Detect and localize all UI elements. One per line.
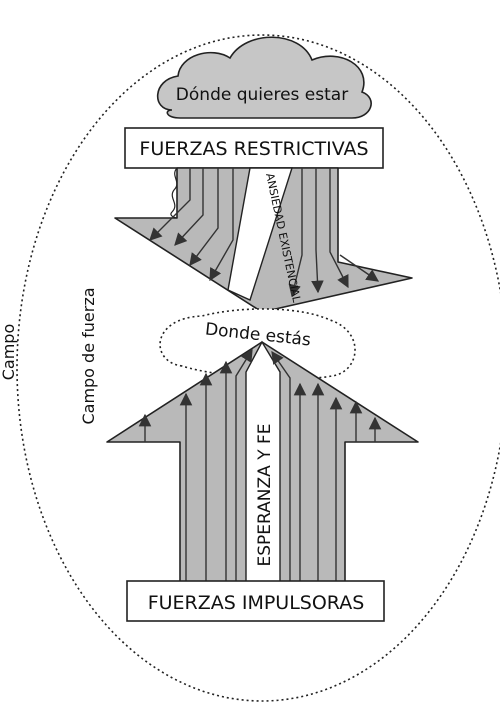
hope-faith-label: ESPERANZA Y FE xyxy=(255,424,275,567)
force-field-label: Campo de fuerza xyxy=(79,287,98,424)
restraining-forces-box xyxy=(124,127,384,169)
field-boundary xyxy=(16,34,500,702)
field-label: Campo xyxy=(0,324,18,381)
current-position-area xyxy=(159,308,356,380)
driving-forces-box xyxy=(126,580,385,622)
goal-cloud xyxy=(156,36,372,119)
restraining-forces-label: FUERZAS RESTRICTIVAS xyxy=(139,138,368,160)
cloud-label: Dónde quieres estar xyxy=(176,85,348,105)
driving-forces-label: FUERZAS IMPULSORAS xyxy=(148,592,365,614)
driving-forces-arrow xyxy=(106,340,419,597)
restraining-forces-arrow xyxy=(114,167,413,313)
